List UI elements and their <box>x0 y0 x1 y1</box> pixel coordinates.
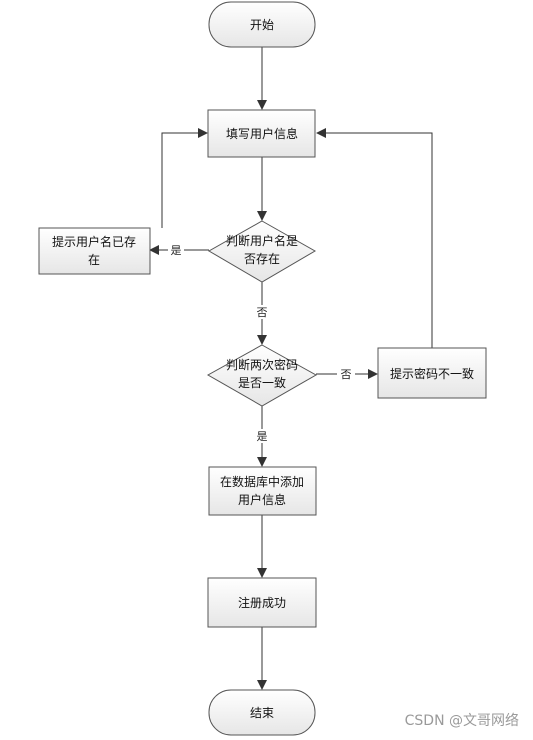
node-check-user: 判断用户名是 否存在 <box>207 220 317 283</box>
node-check-user-line2: 否存在 <box>244 252 280 266</box>
node-start: 开始 <box>208 1 316 48</box>
node-check-pwd-line2: 是否一致 <box>238 376 286 390</box>
node-user-exists-line2: 在 <box>88 253 100 267</box>
node-user-exists: 提示用户名已存 在 <box>38 227 151 275</box>
edge-label-pwd-no: 否 <box>341 368 352 381</box>
node-end: 结束 <box>208 689 316 736</box>
node-fill-info-label: 填写用户信息 <box>226 126 298 141</box>
edge-label-user-yes: 是 <box>171 244 182 257</box>
node-pwd-mismatch-label: 提示密码不一致 <box>390 366 474 381</box>
node-pwd-mismatch: 提示密码不一致 <box>377 347 487 399</box>
node-add-db-line2: 用户信息 <box>238 492 286 507</box>
node-check-pwd-line1: 判断两次密码 <box>226 357 298 372</box>
watermark: CSDN @文哥网络 <box>404 713 519 729</box>
edge-pwd-mismatch-loop <box>316 128 433 348</box>
edge-user-exists-loop <box>161 128 208 228</box>
node-check-pwd: 判断两次密码 是否一致 <box>206 344 318 407</box>
node-start-label: 开始 <box>250 18 274 32</box>
node-add-db: 在数据库中添加 用户信息 <box>208 466 317 516</box>
node-fill-info: 填写用户信息 <box>207 109 316 158</box>
node-success: 注册成功 <box>207 577 317 628</box>
edge-label-pwd-yes: 是 <box>257 430 268 443</box>
node-add-db-line1: 在数据库中添加 <box>220 474 304 489</box>
node-success-label: 注册成功 <box>238 595 286 610</box>
edge-labels: 是 否 否 是 <box>168 243 355 443</box>
edge-label-user-no: 否 <box>257 306 268 319</box>
node-user-exists-line1: 提示用户名已存 <box>52 234 136 249</box>
node-end-label: 结束 <box>250 706 274 720</box>
node-check-user-line1: 判断用户名是 <box>226 233 298 248</box>
